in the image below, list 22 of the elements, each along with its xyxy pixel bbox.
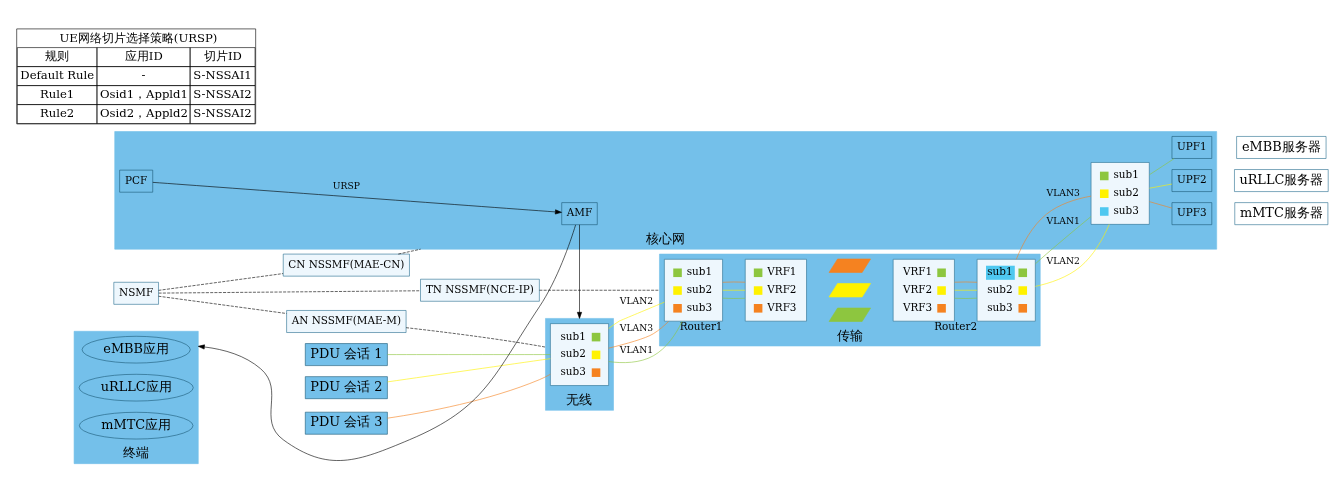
label: Osid1，Appld1	[100, 86, 188, 101]
edge-label: VLAN2	[619, 294, 654, 306]
label: Rule2	[39, 105, 75, 120]
label: Default Rule	[20, 67, 95, 82]
edge-label: VLAN3	[619, 321, 654, 333]
label: Osid2，Appld2	[100, 105, 188, 120]
edge-label: VLAN2	[1046, 254, 1080, 266]
label: Rule1	[39, 86, 75, 101]
edge-label: VLAN1	[1046, 214, 1080, 226]
label: -	[141, 67, 146, 82]
node-label: Router2	[934, 319, 978, 332]
label: 切片ID	[203, 48, 242, 63]
label: S-NSSAI2	[193, 86, 252, 101]
edge-label: URSP	[332, 179, 360, 191]
label: 应用ID	[124, 48, 163, 63]
label: S-NSSAI1	[193, 67, 252, 82]
edge-label: VLAN3	[1046, 186, 1080, 198]
label: 规则	[45, 48, 70, 63]
label: UE网络切片选择策略(URSP)	[59, 30, 218, 45]
edge-label: VLAN1	[619, 343, 654, 355]
node-label: Router1	[679, 319, 723, 332]
label: S-NSSAI2	[193, 105, 252, 120]
